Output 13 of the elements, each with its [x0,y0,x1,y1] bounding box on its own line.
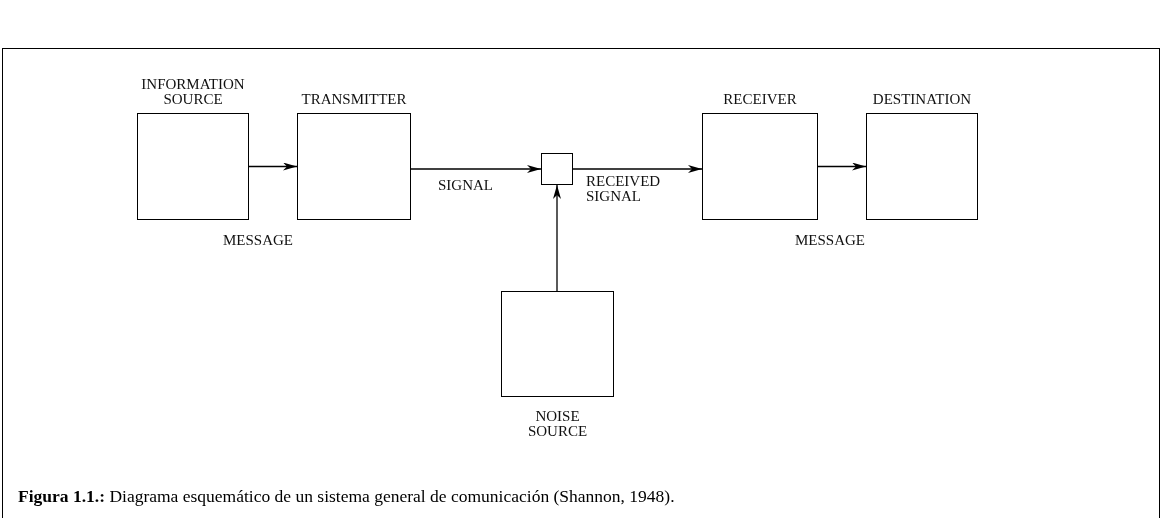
arrow [410,165,542,173]
signal-label: MESSAGE [794,233,866,248]
arrow [248,162,298,171]
node-heading: TRANSMITTER [300,92,408,107]
figure-caption: Figura 1.1.: Diagrama esquemático de un sistema general de comunicación (Shannon, 1948). [18,486,675,507]
node-heading: NOISE SOURCE [526,409,589,439]
node-heading: DESTINATION [871,92,973,107]
arrow [817,162,867,171]
arrow [572,165,703,173]
node-heading: INFORMATION SOURCE [140,77,246,107]
signal-label: MESSAGE [222,233,294,248]
node-heading: RECEIVER [722,92,798,107]
arrow [553,184,561,292]
